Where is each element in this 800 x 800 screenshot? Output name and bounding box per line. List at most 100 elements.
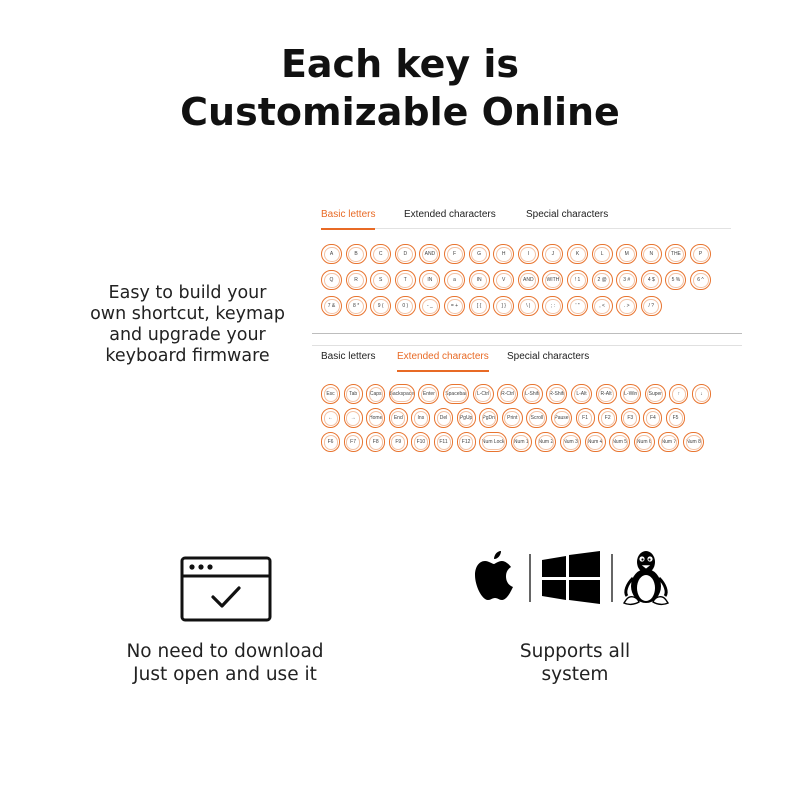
key-button[interactable]: End xyxy=(388,408,408,428)
key-button[interactable]: L-Shift xyxy=(521,384,543,404)
tab-extended-characters[interactable]: Extended characters xyxy=(397,351,489,372)
key-button[interactable]: Del xyxy=(434,408,453,428)
key-button[interactable]: I xyxy=(517,244,539,264)
key-button[interactable]: 2 @ xyxy=(591,270,613,290)
key-button[interactable]: F11 xyxy=(434,432,453,452)
key-button[interactable]: A xyxy=(321,244,342,264)
key-button[interactable]: J xyxy=(542,244,564,264)
key-button[interactable]: Num 7 xyxy=(658,432,680,452)
key-button[interactable]: V xyxy=(493,270,515,290)
key-button[interactable]: B xyxy=(345,244,367,264)
key-button[interactable]: D xyxy=(394,244,416,264)
key-button[interactable]: Caps xyxy=(366,384,386,404)
tab-extended-characters[interactable]: Extended characters xyxy=(404,209,496,220)
key-button[interactable]: Home xyxy=(366,408,386,428)
key-button[interactable]: 3 # xyxy=(616,270,638,290)
key-button[interactable]: 6 ^ xyxy=(690,270,711,290)
key-button[interactable]: IN xyxy=(419,270,441,290)
key-button[interactable]: F7 xyxy=(343,432,363,452)
key-button[interactable]: a xyxy=(444,270,465,290)
key-button[interactable]: ↑ xyxy=(669,384,689,404)
key-button[interactable]: F3 xyxy=(620,408,640,428)
key-button[interactable]: F6 xyxy=(321,432,340,452)
key-button[interactable]: - _ xyxy=(419,296,441,316)
key-button[interactable]: WITH xyxy=(542,270,564,290)
key-button[interactable]: F1 xyxy=(575,408,595,428)
key-button[interactable]: Backspace xyxy=(388,384,415,404)
key-button[interactable]: Num 4 xyxy=(584,432,606,452)
key-button[interactable]: ← xyxy=(321,408,340,428)
key-button[interactable]: L-Win xyxy=(620,384,642,404)
key-button[interactable]: Q xyxy=(321,270,342,290)
key-button[interactable]: \ | xyxy=(517,296,539,316)
key-button[interactable]: . > xyxy=(616,296,638,316)
key-button[interactable]: F4 xyxy=(643,408,663,428)
key-button[interactable]: Num 2 xyxy=(535,432,557,452)
key-button[interactable]: IN xyxy=(468,270,490,290)
key-button[interactable]: F9 xyxy=(388,432,408,452)
key-button[interactable]: R-Alt xyxy=(595,384,617,404)
key-button[interactable]: 7 & xyxy=(321,296,342,316)
key-button[interactable]: F8 xyxy=(366,432,386,452)
key-button[interactable]: G xyxy=(468,244,490,264)
key-button[interactable]: Print xyxy=(501,408,523,428)
key-button[interactable]: AND xyxy=(517,270,539,290)
key-button[interactable]: L-Ctrl xyxy=(472,384,494,404)
key-button[interactable]: N xyxy=(640,244,662,264)
key-button[interactable]: Ins xyxy=(411,408,431,428)
key-button[interactable]: F2 xyxy=(598,408,618,428)
key-button[interactable]: F xyxy=(444,244,465,264)
key-button[interactable]: Num 8 xyxy=(683,432,704,452)
key-button[interactable]: / ? xyxy=(640,296,662,316)
key-button[interactable]: T xyxy=(394,270,416,290)
key-button[interactable]: Num 3 xyxy=(560,432,581,452)
key-button[interactable]: ! 1 xyxy=(567,270,588,290)
tab-basic-letters[interactable]: Basic letters xyxy=(321,209,376,230)
key-button[interactable]: F12 xyxy=(456,432,476,452)
key-button[interactable]: AND xyxy=(419,244,441,264)
key-button[interactable]: ; : xyxy=(542,296,564,316)
key-button[interactable]: R xyxy=(345,270,367,290)
key-button[interactable]: Num 1 xyxy=(510,432,532,452)
key-button[interactable]: ' " xyxy=(567,296,588,316)
key-button[interactable]: = + xyxy=(444,296,465,316)
key-button[interactable]: Scroll xyxy=(526,408,548,428)
key-button[interactable]: F5 xyxy=(666,408,685,428)
key-button[interactable]: PgUp xyxy=(456,408,476,428)
key-button[interactable]: , < xyxy=(591,296,613,316)
key-button[interactable]: Spacebar xyxy=(443,384,469,404)
key-button[interactable]: R-Shift xyxy=(546,384,568,404)
key-button[interactable]: THE xyxy=(665,244,687,264)
key-button[interactable]: Tab xyxy=(343,384,363,404)
key-button[interactable]: 0 ) xyxy=(394,296,416,316)
key-button[interactable]: L-Alt xyxy=(571,384,592,404)
key-button[interactable]: 9 ( xyxy=(370,296,392,316)
key-button[interactable]: P xyxy=(690,244,711,264)
key-button[interactable]: M xyxy=(616,244,638,264)
key-button[interactable]: 5 % xyxy=(665,270,687,290)
key-button[interactable]: H xyxy=(493,244,515,264)
key-button[interactable]: Esc xyxy=(321,384,340,404)
key-button[interactable]: F10 xyxy=(411,432,431,452)
key-button[interactable]: Enter xyxy=(418,384,440,404)
key-button[interactable]: Num 6 xyxy=(633,432,655,452)
key-button[interactable]: → xyxy=(343,408,363,428)
key-button[interactable]: Num 5 xyxy=(609,432,631,452)
key-button[interactable]: Super xyxy=(644,384,666,404)
tab-special-characters[interactable]: Special characters xyxy=(507,351,590,362)
key-button[interactable]: ↓ xyxy=(692,384,711,404)
key-button[interactable]: ] } xyxy=(493,296,515,316)
tab-basic-letters[interactable]: Basic letters xyxy=(321,351,376,362)
key-button[interactable]: 4 $ xyxy=(640,270,662,290)
key-button[interactable]: Num Lock xyxy=(479,432,508,452)
key-button[interactable]: C xyxy=(370,244,392,264)
key-button[interactable]: L xyxy=(591,244,613,264)
tab-special-characters[interactable]: Special characters xyxy=(526,209,609,220)
key-button[interactable]: Pause xyxy=(551,408,572,428)
key-button[interactable]: PgDn xyxy=(479,408,499,428)
key-button[interactable]: K xyxy=(567,244,588,264)
key-button[interactable]: S xyxy=(370,270,392,290)
key-button[interactable]: [ { xyxy=(468,296,490,316)
key-button[interactable]: 8 * xyxy=(345,296,367,316)
key-button[interactable]: R-Ctrl xyxy=(497,384,519,404)
